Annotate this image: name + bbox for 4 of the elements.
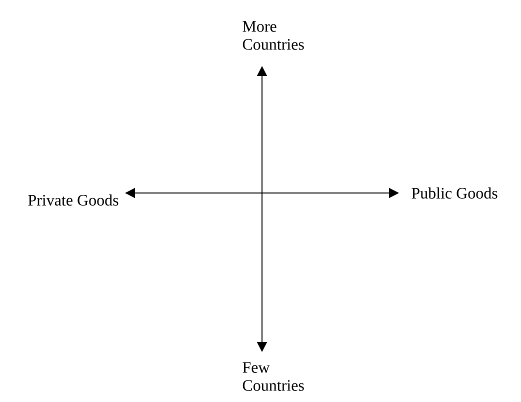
- axis-label: Private Goods: [28, 194, 118, 206]
- axis-label: Few Countries: [242, 362, 304, 391]
- axis-label: More Countries: [242, 21, 304, 50]
- axis-label: Public Goods: [412, 187, 498, 199]
